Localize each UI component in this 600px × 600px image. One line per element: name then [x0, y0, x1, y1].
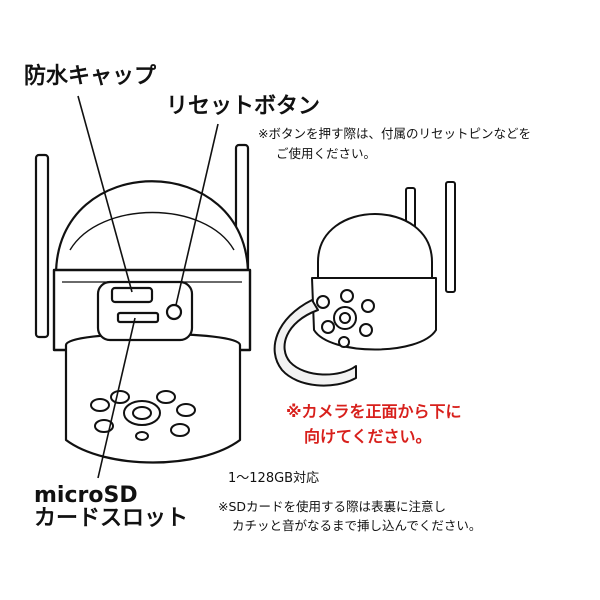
note-warning-line2: 向けてください。	[304, 426, 432, 446]
note-orientation-warning: ※カメラを正面から下に 向けてください。	[286, 400, 462, 450]
note-warning-line1: ※カメラを正面から下に	[286, 402, 462, 421]
label-waterproof-cap: 防水キャップ	[24, 64, 157, 89]
leader-reset	[175, 123, 219, 306]
led-ring	[90, 390, 196, 441]
camera-small	[273, 181, 456, 387]
note-sd-line1: ※SDカードを使用する際は表裏に注意し	[218, 499, 447, 514]
lens-body	[64, 332, 242, 464]
note-reset-line2: ご使用ください。	[276, 146, 377, 161]
note-sd-line2: カチッと音がなるまで挿し込んでください。	[232, 518, 482, 534]
camera-closeup	[34, 95, 252, 479]
label-microsd-line2: カードスロット	[34, 506, 189, 532]
leader-sd	[97, 317, 136, 479]
leader-lines	[77, 95, 219, 479]
note-sd-instructions: ※SDカードを使用する際は表裏に注意し カチッと音がなるまで挿し込んでください。	[218, 497, 481, 536]
label-microsd-line1: microSD	[34, 483, 138, 508]
antenna-left	[34, 153, 50, 339]
note-reset-instructions: ※ボタンを押す際は、付属のリセットピンなどを ご使用ください。	[258, 124, 531, 164]
reset-button-hole	[110, 286, 154, 304]
label-microsd-slot: microSD カードスロット	[34, 484, 188, 530]
note-reset-line1: ※ボタンを押す際は、付属のリセットピンなどを	[258, 126, 531, 141]
waterproof-cap-strap	[273, 299, 357, 387]
label-reset-button: リセットボタン	[166, 94, 321, 119]
reset-button	[165, 303, 183, 321]
note-capacity: 1～128GB対応	[228, 471, 320, 486]
microsd-slot	[116, 311, 160, 324]
leader-cap	[77, 95, 133, 293]
small-antenna-right	[445, 181, 456, 293]
small-dome	[317, 213, 433, 281]
